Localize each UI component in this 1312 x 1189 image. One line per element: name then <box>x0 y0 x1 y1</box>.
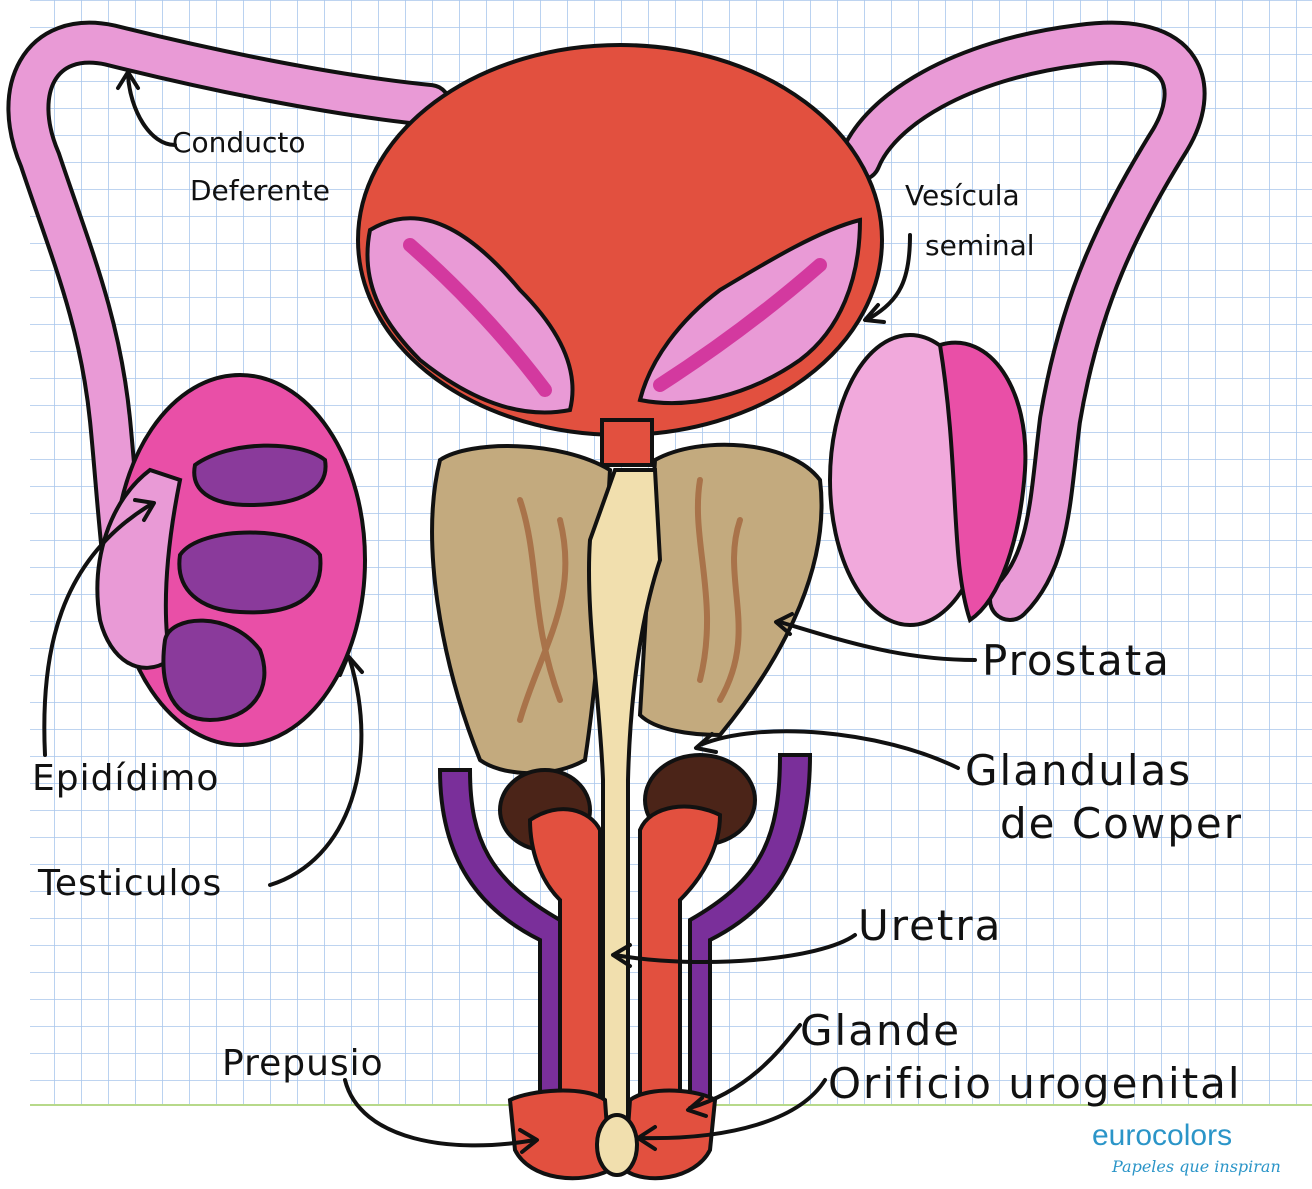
label-glandulas: Glandulas <box>965 746 1192 795</box>
label-uretra: Uretra <box>858 901 1002 950</box>
testis-lobule <box>179 533 320 613</box>
bladder-neck <box>602 420 652 465</box>
label-deferente: Deferente <box>190 174 330 207</box>
brand-name: eurocolors <box>1092 1119 1232 1152</box>
label-cowper: de Cowper <box>1000 799 1243 848</box>
label-seminal: seminal <box>925 229 1035 262</box>
label-orificio: Orificio urogenital <box>828 1059 1242 1108</box>
testis-lobule <box>194 446 325 505</box>
label-conducto: Conducto <box>172 126 305 159</box>
urethral-orifice <box>597 1115 637 1175</box>
label-epididimo: Epidídimo <box>32 758 219 799</box>
label-glande: Glande <box>800 1006 961 1055</box>
label-vesicula: Vesícula <box>905 179 1020 212</box>
brand-tagline: Papeles que inspiran <box>1111 1157 1281 1176</box>
label-prostata: Prostata <box>982 636 1171 685</box>
label-testiculos: Testiculos <box>37 863 222 904</box>
label-prepucio: Prepusio <box>222 1043 384 1084</box>
